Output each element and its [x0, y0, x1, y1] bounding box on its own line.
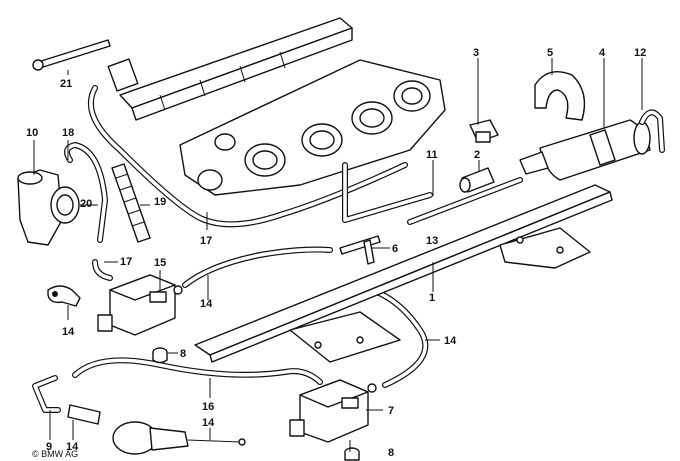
callout-2: 2	[474, 149, 480, 161]
callout-9: 9	[46, 441, 52, 453]
callout-15: 16	[202, 401, 214, 413]
callout-20: 14	[62, 326, 75, 338]
callout-10: 14	[202, 417, 215, 429]
callout-21: 21	[60, 78, 72, 90]
callout-3: 3	[473, 47, 479, 59]
t-connector	[339, 235, 381, 265]
fuel-rail	[107, 17, 353, 121]
hose-17-upper	[63, 142, 108, 243]
callout-17a: 18	[62, 127, 74, 139]
vacuum-unit	[112, 421, 246, 455]
cable-tie	[32, 39, 111, 71]
canister	[519, 109, 665, 181]
callout-18: 20	[80, 198, 92, 210]
intake-manifold	[179, 59, 446, 196]
leader-lines	[33, 58, 643, 452]
hose-17-lower	[92, 259, 113, 281]
callout-1: 1	[429, 292, 435, 304]
callout-11: 15	[154, 257, 166, 269]
hose-16	[88, 85, 408, 228]
callout-14a: 12	[634, 47, 646, 59]
mounting-plate	[289, 311, 401, 363]
long-bracket	[194, 184, 613, 363]
callout-14b: 13	[426, 235, 438, 247]
hose-14-short	[67, 404, 101, 425]
clip	[47, 285, 81, 307]
bracket	[469, 119, 499, 143]
elbow-connector	[32, 375, 61, 413]
damper	[459, 167, 495, 193]
thermostat-housing	[17, 169, 80, 246]
hose-14-upper	[407, 177, 523, 225]
callout-13: 11	[426, 149, 438, 161]
callout-7: 7	[388, 405, 394, 417]
grommet-lower	[344, 447, 360, 461]
callout-19: 19	[154, 196, 166, 208]
hose-13	[342, 162, 433, 223]
mount-ring	[534, 71, 586, 121]
hose-15	[72, 357, 323, 385]
grommet-upper	[152, 347, 168, 364]
callout-14d: 14	[200, 298, 213, 310]
callout-8b: 8	[388, 447, 394, 459]
callout-16: 17	[200, 235, 212, 247]
hose-14-right	[369, 287, 429, 388]
solenoid-valve-lower	[289, 379, 377, 443]
callout-14e: 14	[66, 441, 79, 453]
callout-6: 6	[392, 243, 398, 255]
copyright-text: © BMW AG	[32, 449, 78, 459]
callout-5: 5	[547, 47, 553, 59]
solenoid-valve-upper	[97, 274, 183, 336]
hose-19-corrugated	[111, 163, 151, 243]
callout-4: 4	[599, 47, 606, 59]
callout-12: 10	[26, 127, 38, 139]
callout-17b: 17	[120, 256, 132, 268]
callout-14c: 14	[444, 335, 457, 347]
callout-8a: 8	[180, 348, 186, 360]
callouts: 3 5 4 12 2 11 13 6 1 14 7 8 21 10 18 20 …	[26, 47, 646, 459]
hose-14-left	[182, 246, 333, 288]
